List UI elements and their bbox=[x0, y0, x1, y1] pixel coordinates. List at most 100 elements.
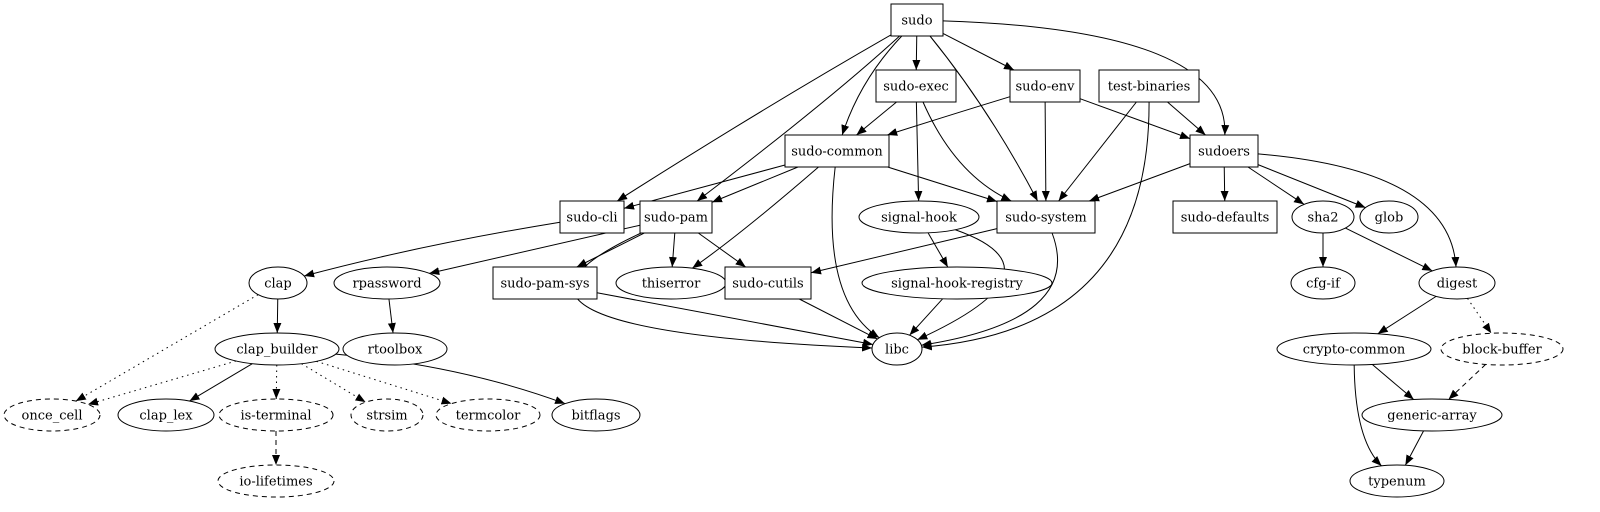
node-once_cell: once_cell bbox=[3, 398, 101, 432]
node-label: sudoers bbox=[1198, 145, 1250, 160]
edge-sudoers-to-sha2 bbox=[1247, 166, 1305, 205]
node-thiserror: thiserror bbox=[615, 266, 727, 300]
node-libc: libc bbox=[871, 332, 923, 366]
node-label: sudo-cli bbox=[566, 211, 617, 226]
edge-digest-to-crypto-common bbox=[1377, 295, 1437, 335]
node-shape bbox=[1189, 134, 1259, 168]
node-label: rpassword bbox=[352, 277, 421, 292]
node-shape bbox=[333, 266, 441, 300]
node-label: bitflags bbox=[571, 409, 620, 424]
node-sudo-pam: sudo-pam bbox=[639, 200, 713, 234]
node-sha2: sha2 bbox=[1291, 200, 1355, 234]
node-shape bbox=[350, 398, 424, 432]
node-clap: clap bbox=[248, 266, 308, 300]
node-shape bbox=[1349, 464, 1445, 498]
edge-sudoers-to-sudo-system bbox=[1088, 163, 1191, 202]
node-cfg-if: cfg-if bbox=[1290, 266, 1356, 300]
node-shape bbox=[214, 332, 340, 366]
edge-sudo-to-sudo-system bbox=[929, 35, 1039, 202]
edge-generic-array-to-typenum bbox=[1404, 430, 1425, 466]
node-shape bbox=[1009, 69, 1081, 103]
node-shape bbox=[639, 200, 713, 234]
node-crypto-common: crypto-common bbox=[1276, 332, 1432, 366]
node-sudo-pam-sys: sudo-pam-sys bbox=[492, 266, 598, 300]
edge-sudo-pam-to-libc bbox=[572, 232, 873, 352]
edge-block-buffer-to-generic-array bbox=[1448, 364, 1486, 400]
node-shape bbox=[1290, 266, 1356, 300]
node-clap_lex: clap_lex bbox=[117, 398, 215, 432]
node-label: termcolor bbox=[456, 409, 522, 424]
node-sudo: sudo bbox=[890, 3, 944, 37]
edge-clap_builder-to-once_cell bbox=[87, 360, 237, 406]
node-is-terminal: is-terminal bbox=[218, 398, 334, 432]
node-label: clap_builder bbox=[236, 343, 318, 358]
node-sudo-cutils: sudo-cutils bbox=[724, 266, 812, 300]
edge-sudo-system-to-sudo-cutils bbox=[810, 228, 998, 275]
node-label: thiserror bbox=[642, 277, 701, 292]
node-termcolor: termcolor bbox=[435, 398, 541, 432]
node-rpassword: rpassword bbox=[333, 266, 441, 300]
node-shape bbox=[248, 266, 308, 300]
edge-sudo-common-to-libc bbox=[831, 166, 880, 339]
node-shape bbox=[996, 200, 1096, 234]
edge-sudo-to-sudoers bbox=[942, 20, 1230, 136]
node-test-binaries: test-binaries bbox=[1098, 69, 1200, 103]
edge-sudo-common-to-sudo-pam bbox=[711, 166, 799, 203]
edge-sudo-exec-to-sudo-common bbox=[856, 101, 897, 136]
node-shape bbox=[1291, 200, 1355, 234]
node-clap_builder: clap_builder bbox=[214, 332, 340, 366]
node-label: sudo-exec bbox=[883, 80, 949, 95]
node-sudo-system: sudo-system bbox=[996, 200, 1096, 234]
node-shape bbox=[342, 332, 448, 366]
edge-sudo-system-to-libc bbox=[921, 232, 1058, 348]
node-shape bbox=[1172, 200, 1278, 234]
node-sudo-env: sudo-env bbox=[1009, 69, 1081, 103]
node-shape bbox=[784, 134, 890, 168]
node-label: typenum bbox=[1368, 475, 1426, 490]
edge-digest-to-block-buffer bbox=[1467, 298, 1492, 334]
node-digest: digest bbox=[1418, 266, 1496, 300]
edge-clap_builder-to-is-terminal bbox=[272, 364, 281, 400]
node-shape bbox=[875, 69, 957, 103]
node-label: libc bbox=[885, 343, 909, 358]
node-label: digest bbox=[1437, 277, 1478, 292]
edge-sudo-to-sudo-cli bbox=[616, 34, 892, 202]
node-shape bbox=[1276, 332, 1432, 366]
edge-sudo-to-sudo-common bbox=[841, 35, 903, 136]
edge-clap_builder-to-termcolor bbox=[316, 360, 452, 405]
edge-sudo-cli-to-clap bbox=[303, 221, 561, 278]
edge-sudo-pam-sys-to-libc bbox=[596, 292, 874, 347]
node-signal-hook-registry: signal-hook-registry bbox=[861, 266, 1053, 300]
edge-test-binaries-to-libc bbox=[921, 101, 1150, 351]
node-label: strsim bbox=[366, 409, 407, 424]
node-shape bbox=[492, 266, 598, 300]
edge-sudo-env-to-sudo-system bbox=[1041, 101, 1050, 202]
node-sudo-defaults: sudo-defaults bbox=[1172, 200, 1278, 234]
node-shape bbox=[871, 332, 923, 366]
node-shape bbox=[218, 398, 334, 432]
node-shape bbox=[117, 398, 215, 432]
edge-sudo-to-sudo-env bbox=[942, 32, 1015, 71]
node-label: sudo-cutils bbox=[732, 277, 803, 292]
node-shape bbox=[3, 398, 101, 432]
node-sudo-cli: sudo-cli bbox=[559, 200, 625, 234]
node-label: rtoolbox bbox=[368, 343, 423, 358]
node-io-lifetimes: io-lifetimes bbox=[217, 464, 335, 498]
node-label: once_cell bbox=[22, 409, 83, 424]
edge-crypto-common-to-generic-array bbox=[1372, 364, 1415, 400]
node-shape bbox=[1359, 200, 1419, 234]
node-label: sudo-pam bbox=[644, 211, 708, 226]
edge-sudo-cutils-to-libc bbox=[799, 298, 878, 340]
edge-sudo-exec-to-signal-hook bbox=[914, 101, 923, 202]
node-label: sudo-defaults bbox=[1181, 211, 1270, 226]
node-shape bbox=[217, 464, 335, 498]
node-glob: glob bbox=[1359, 200, 1419, 234]
edge-sudo-exec-to-sudo-system bbox=[922, 101, 1012, 202]
node-label: is-terminal bbox=[240, 409, 311, 424]
node-shape bbox=[559, 200, 625, 234]
nodes: sudo sudo-exec sudo-env test-binaries sudo-c… bbox=[3, 3, 1564, 498]
node-shape bbox=[861, 266, 1053, 300]
edge-sudoers-to-digest bbox=[1257, 153, 1460, 268]
edge-sudo-pam-to-sudo-pam-sys bbox=[576, 232, 645, 268]
node-sudoers: sudoers bbox=[1189, 134, 1259, 168]
